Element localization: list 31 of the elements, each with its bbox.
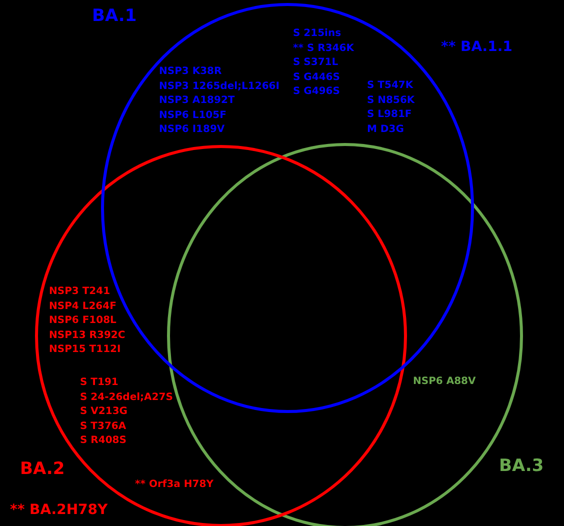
mutation-label: S N856K [367, 96, 415, 106]
mutation-label: NSP3 T241 [49, 287, 110, 297]
mutation-label: NSP4 L264F [49, 302, 116, 312]
set-label: BA.3 [499, 458, 544, 475]
mutation-label: NSP13 R392C [49, 330, 126, 340]
mutation-label: NSP6 I189V [159, 125, 225, 135]
mutation-label: NSP3 K38R [159, 67, 222, 77]
mutation-label: NSP3 A1892T [159, 96, 235, 106]
mutation-label: S 24-26del;A27S [80, 392, 173, 402]
mutation-label: S L981F [367, 110, 412, 120]
mutation-label: S G446S [293, 72, 340, 82]
set-label: BA.1 [92, 8, 137, 25]
mutation-label: NSP6 F108L [49, 316, 116, 326]
mutation-label: NSP6 L105F [159, 110, 226, 120]
set-label: BA.2 [20, 461, 65, 478]
mutation-label: NSP15 T112I [49, 345, 121, 355]
mutation-label: S T191 [80, 378, 118, 388]
subvariant-label: ** BA.1.1 [441, 40, 512, 54]
mutation-label: S T376A [80, 422, 126, 432]
mutation-label: NSP6 A88V [413, 377, 476, 387]
mutation-label: S S371L [293, 58, 338, 68]
mutation-label: ** S R346K [293, 44, 354, 54]
mutation-label: S G496S [293, 87, 340, 97]
mutation-label: ** Orf3a H78Y [135, 480, 214, 490]
mutation-label: S R408S [80, 436, 126, 446]
mutation-label: S 215ins [293, 29, 342, 39]
mutation-label: S V213G [80, 407, 128, 417]
subvariant-label: ** BA.2H78Y [10, 503, 108, 517]
mutation-label: M D3G [367, 124, 404, 134]
mutation-label: S T547K [367, 81, 414, 91]
mutation-label: NSP3 1265del;L1266I [159, 82, 280, 92]
